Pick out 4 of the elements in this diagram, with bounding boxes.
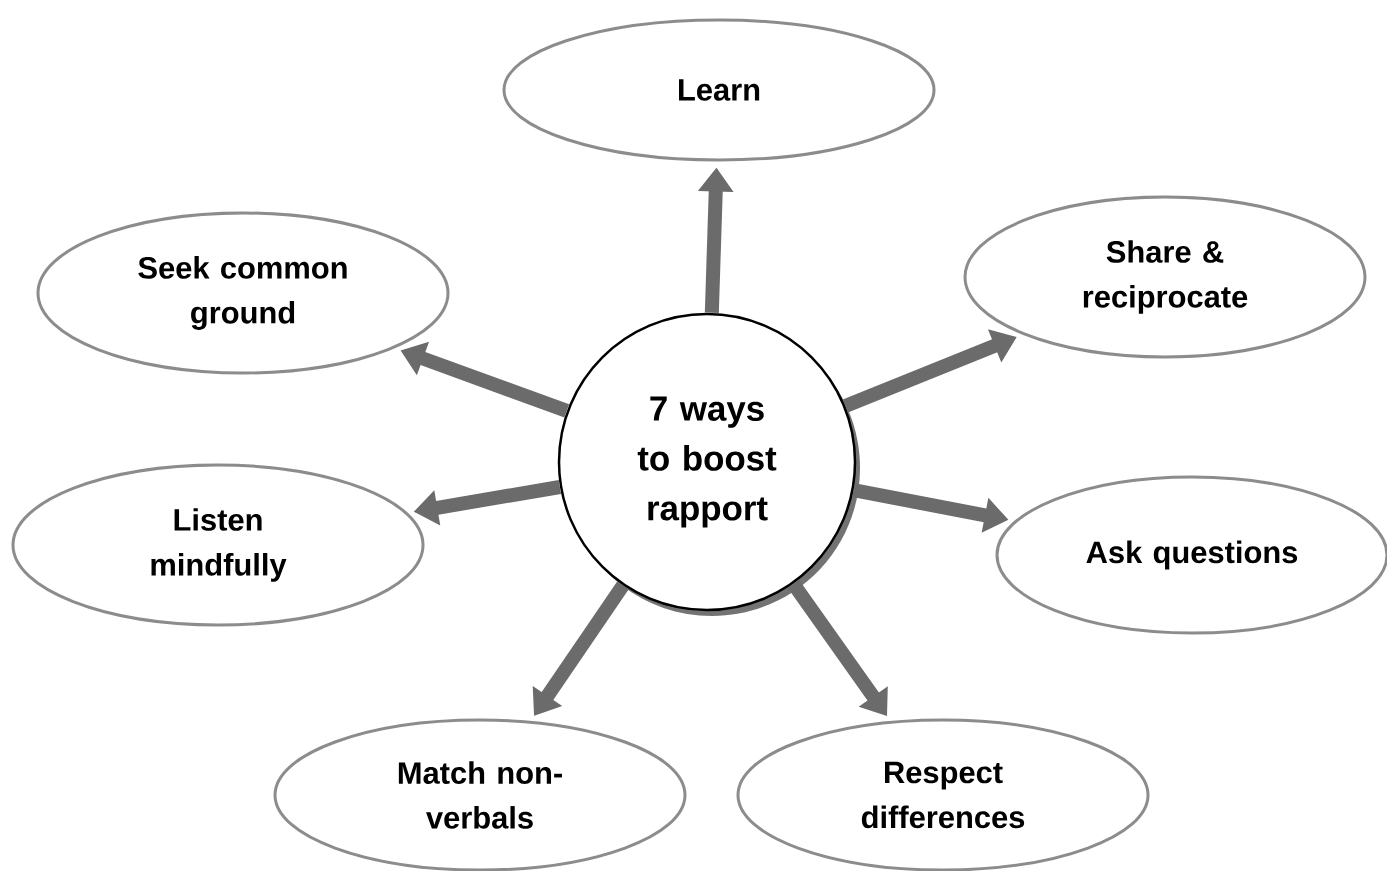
ellipse-node: Seek common ground bbox=[36, 211, 450, 375]
ellipse-node: Learn bbox=[502, 18, 936, 162]
ellipse-node: Share & reciprocate bbox=[963, 195, 1367, 359]
ellipse-node: Listen mindfully bbox=[11, 463, 425, 627]
